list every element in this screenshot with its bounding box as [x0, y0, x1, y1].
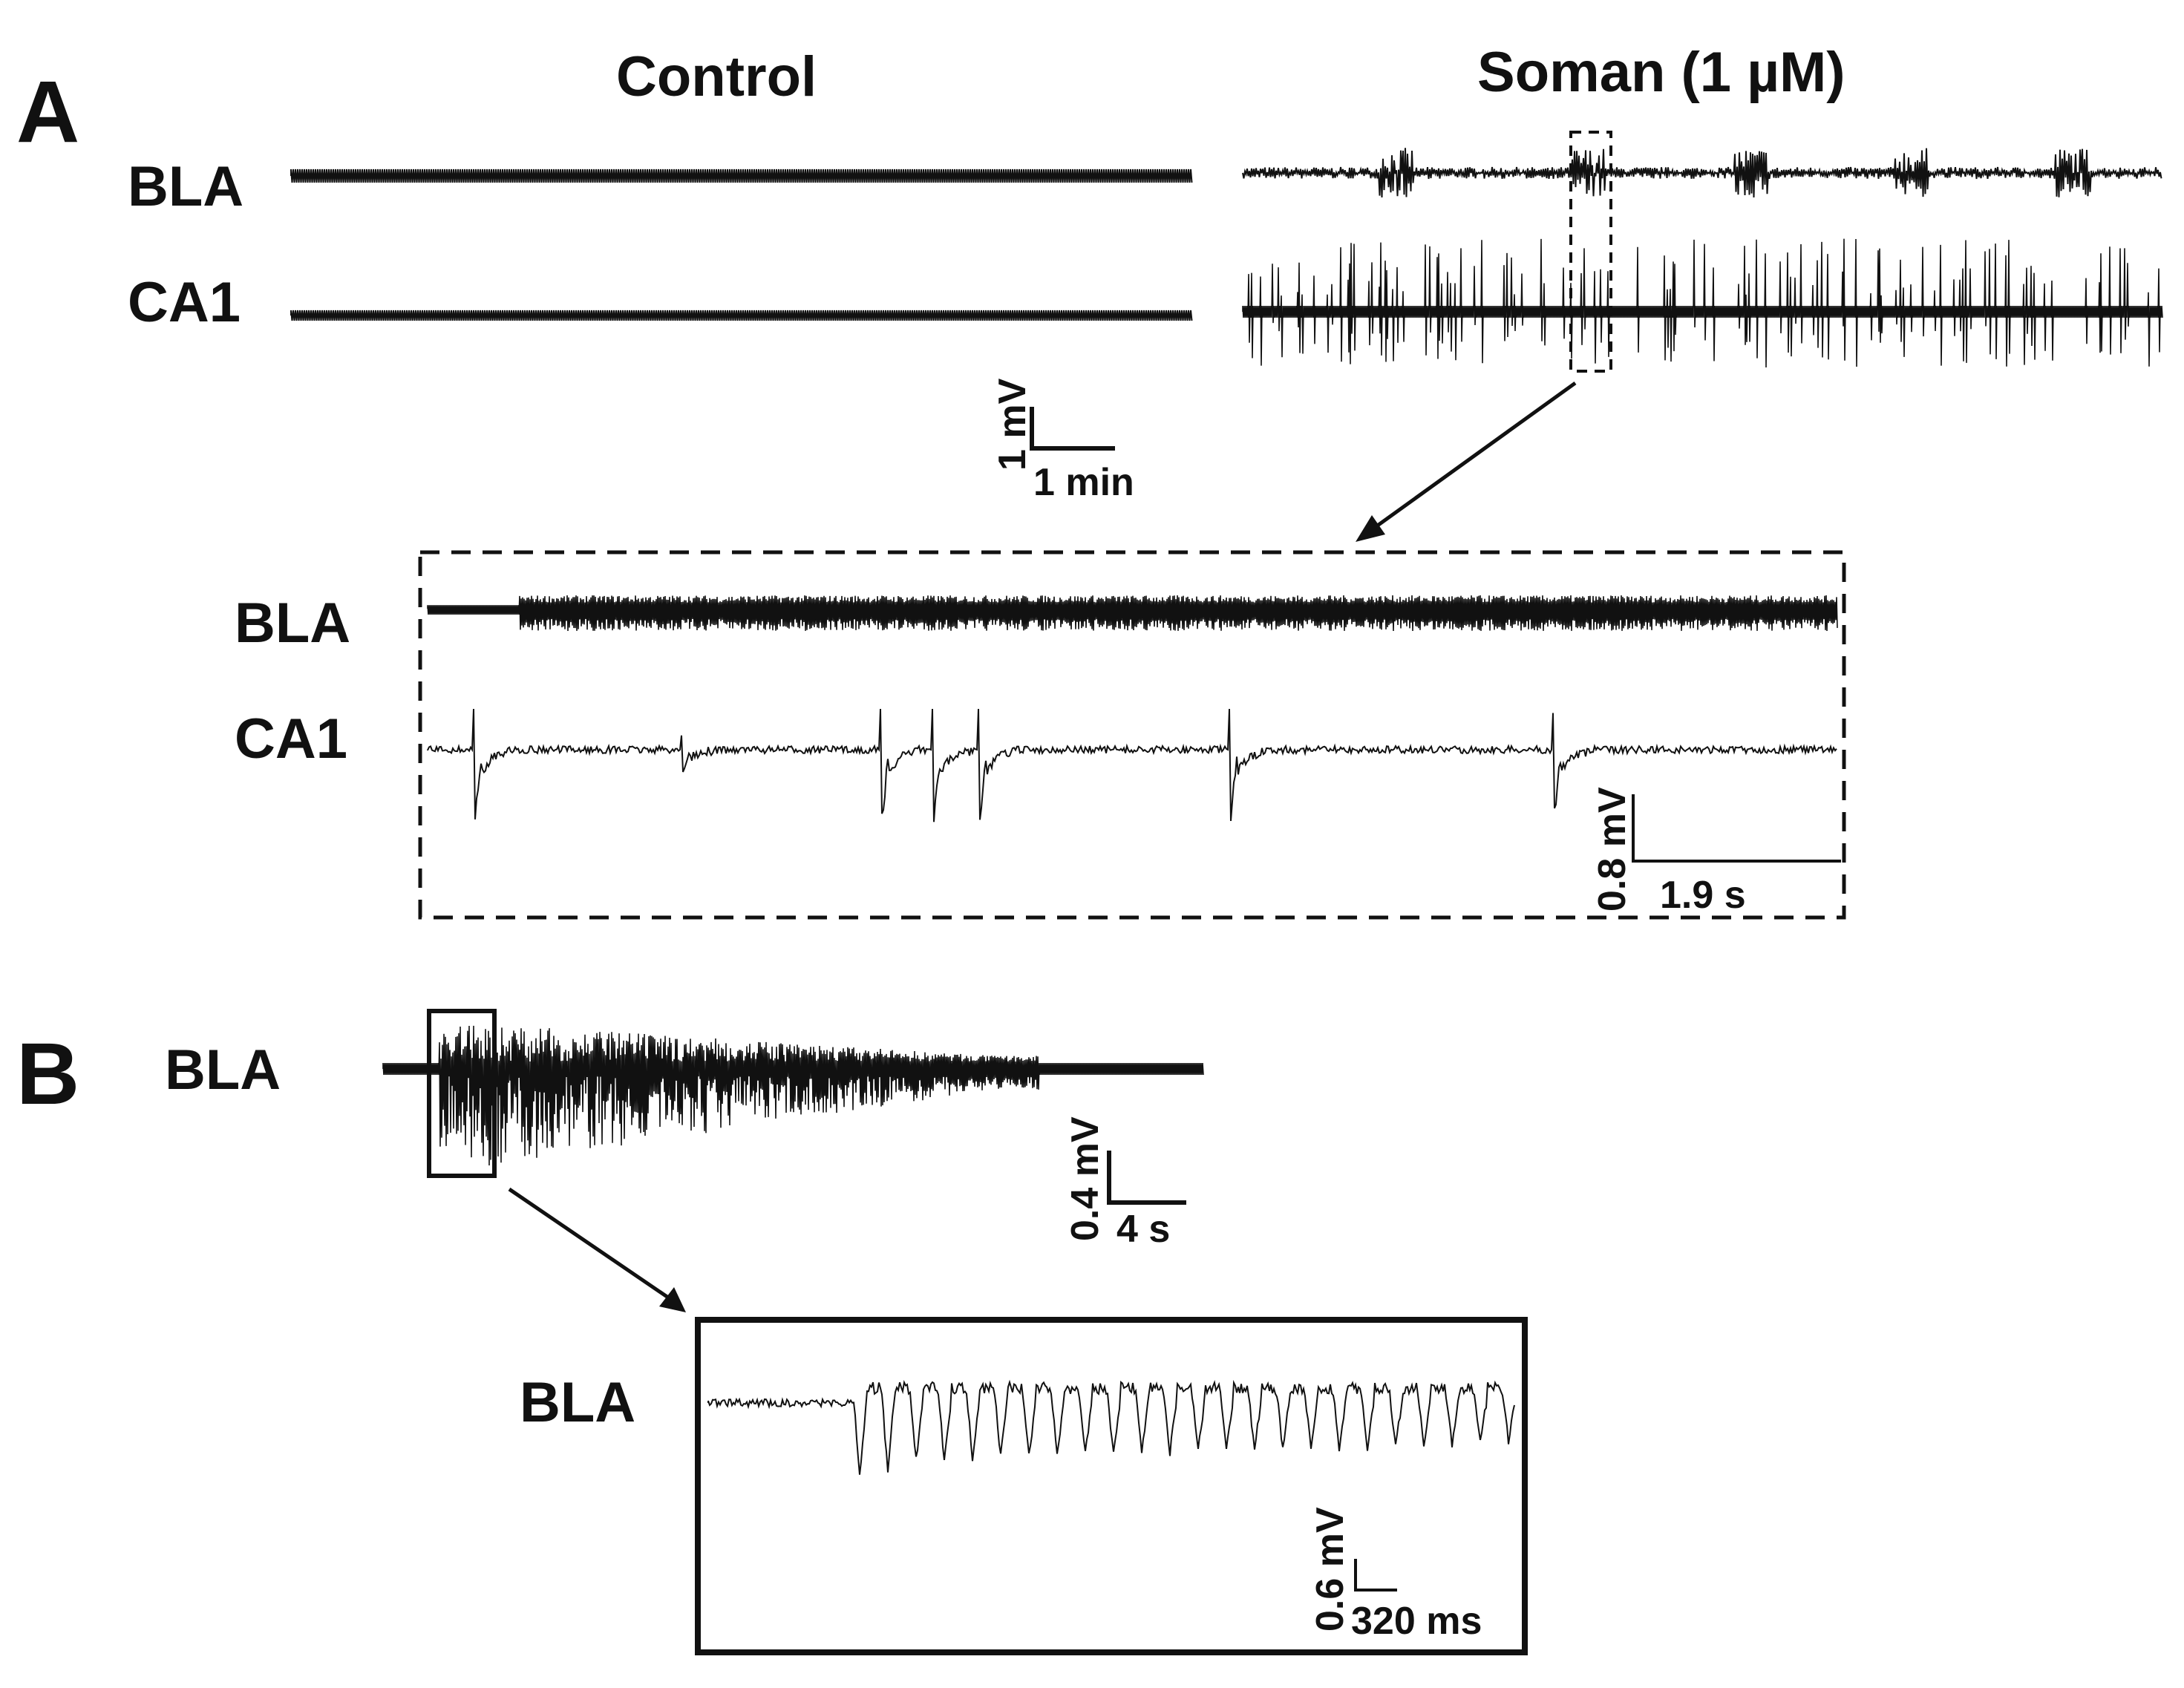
- zoom-arrow-b: [508, 1187, 674, 1303]
- inset-b-scalebar: [1354, 1559, 1397, 1592]
- zoom-arrow-a: [1372, 381, 1577, 531]
- scalebar-b: [1107, 1151, 1186, 1205]
- trace-control-ca1: [290, 310, 1193, 321]
- trace-label-bla-b: BLA: [165, 1038, 281, 1102]
- inset-b-scalebar-horizontal-label: 320 ms: [1351, 1600, 1482, 1643]
- scalebar-b-horizontal-label: 4 s: [1116, 1208, 1171, 1251]
- trace-control-bla: [290, 169, 1193, 183]
- inset-b-trace-label-bla: BLA: [520, 1371, 636, 1434]
- inset-a-box: [418, 550, 1846, 920]
- panel-b-label: B: [16, 1025, 80, 1123]
- trace-soman-bla: [1242, 148, 2162, 198]
- trace-label-bla-a: BLA: [128, 155, 244, 218]
- panel-a-label: A: [16, 63, 80, 161]
- selection-box-b: [427, 1009, 497, 1178]
- inset-a-scalebar: [1632, 794, 1841, 863]
- inset-a-trace-label-bla: BLA: [235, 592, 351, 655]
- inset-a-scalebar-horizontal-label: 1.9 s: [1660, 874, 1746, 917]
- inset-a-trace-bla: [427, 595, 1838, 632]
- trace-label-ca1-a: CA1: [128, 271, 241, 334]
- soman-title: Soman (1 µM): [1477, 41, 1845, 104]
- selection-box-a: [1569, 131, 1612, 373]
- scalebar-a-horizontal-label: 1 min: [1033, 461, 1134, 504]
- zoom-arrow-a-head: [1356, 515, 1385, 542]
- control-title: Control: [616, 45, 817, 108]
- inset-a-trace-label-ca1: CA1: [235, 707, 348, 771]
- zoom-arrow-b-head: [659, 1287, 686, 1312]
- inset-b-trace-bla: [707, 1379, 1515, 1475]
- inset-a-trace-ca1: [427, 708, 1837, 822]
- trace-b-bla: [382, 1025, 1204, 1165]
- trace-soman-ca1: [1242, 238, 2163, 368]
- inset-b-box: [695, 1317, 1528, 1655]
- scalebar-a: [1030, 407, 1115, 451]
